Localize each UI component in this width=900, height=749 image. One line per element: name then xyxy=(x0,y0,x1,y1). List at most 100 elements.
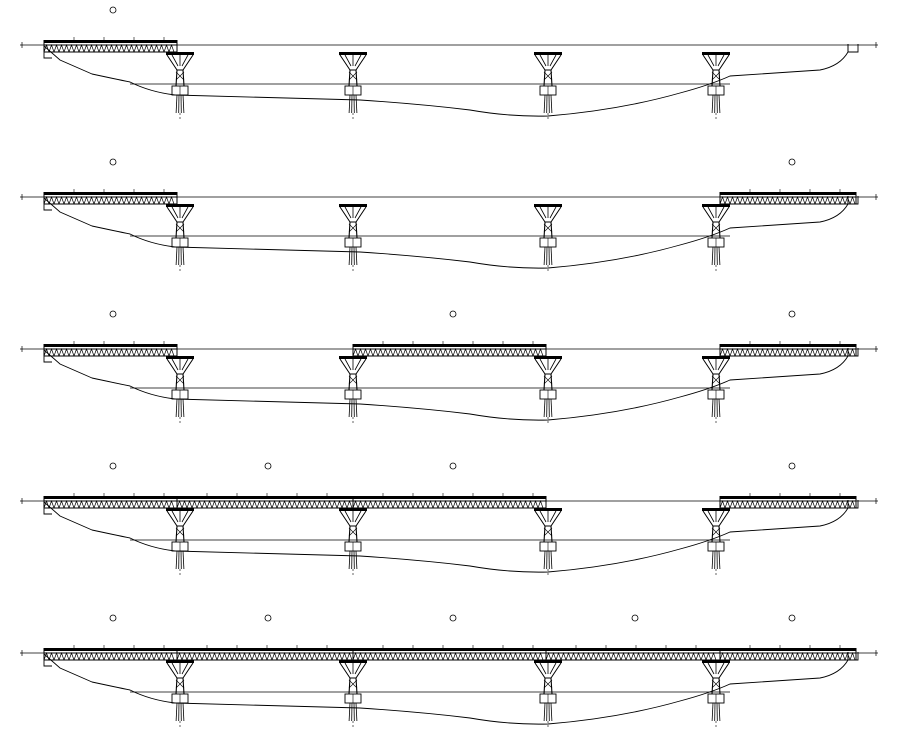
span-marker-circle xyxy=(789,159,795,165)
truss-top-chord xyxy=(720,648,856,651)
pier-bracing xyxy=(544,376,552,384)
pier-pile xyxy=(551,551,552,569)
pier-pile xyxy=(183,399,184,417)
truss-top-chord xyxy=(546,648,720,651)
pier-pile xyxy=(544,399,545,417)
pier-pile xyxy=(349,399,350,417)
pier-pile xyxy=(176,551,177,569)
pier-pile xyxy=(356,399,357,417)
truss-web-diagonals xyxy=(720,349,855,356)
pier-pile xyxy=(551,399,552,417)
pier-head-struts xyxy=(540,359,556,370)
span-marker-circle xyxy=(110,615,116,621)
pier-pile xyxy=(544,703,545,721)
erection-stage-4 xyxy=(20,463,878,576)
truss-top-chord xyxy=(44,40,177,43)
pier-head-struts xyxy=(708,511,724,522)
pier-pile xyxy=(176,399,177,417)
pier-head-struts xyxy=(345,207,361,218)
pier-head-struts xyxy=(345,663,361,674)
truss-web-diagonals xyxy=(353,653,543,660)
span-marker-circle xyxy=(110,311,116,317)
pier-pile xyxy=(712,703,713,721)
truss-top-chord xyxy=(720,496,856,499)
pier-pile xyxy=(349,551,350,569)
pier-head-struts xyxy=(708,207,724,218)
pier-pile xyxy=(176,703,177,721)
pier-pile xyxy=(719,551,720,569)
span-marker-circle xyxy=(789,463,795,469)
span-marker-circle xyxy=(789,311,795,317)
pier-pile xyxy=(183,551,184,569)
pier-head-struts xyxy=(708,359,724,370)
pier-bracing xyxy=(349,376,357,384)
pier-cap xyxy=(702,52,730,55)
pier-cap xyxy=(534,52,562,55)
pier-pile xyxy=(712,95,713,113)
pier-bracing xyxy=(176,528,184,536)
span-marker-circle xyxy=(265,615,271,621)
pier-head-struts xyxy=(172,55,188,66)
truss-top-chord xyxy=(353,496,546,499)
pier-pile xyxy=(183,247,184,265)
span-marker-circle xyxy=(110,463,116,469)
truss-web-diagonals xyxy=(177,501,352,508)
pier-head-struts xyxy=(540,663,556,674)
truss-web-diagonals xyxy=(720,653,855,660)
pier-bracing xyxy=(176,72,184,80)
pier-pile xyxy=(349,703,350,721)
pier-pile xyxy=(349,95,350,113)
truss-web-diagonals xyxy=(44,653,174,660)
pier-bracing xyxy=(349,528,357,536)
truss-web-diagonals xyxy=(720,197,855,204)
pier-head-struts xyxy=(345,55,361,66)
truss-top-chord xyxy=(353,648,546,651)
pier-pile xyxy=(712,551,713,569)
pier-pile xyxy=(719,247,720,265)
pier-pile xyxy=(356,95,357,113)
pier-pile xyxy=(719,399,720,417)
pier-bracing xyxy=(544,72,552,80)
pier-pile xyxy=(712,399,713,417)
pier-head-struts xyxy=(345,511,361,522)
pier-pile xyxy=(176,95,177,113)
pier-bracing xyxy=(349,224,357,232)
pier-pile xyxy=(551,247,552,265)
truss-top-chord xyxy=(353,344,546,347)
truss-top-chord xyxy=(720,344,856,347)
truss-top-chord xyxy=(44,344,177,347)
pier-bracing xyxy=(712,224,720,232)
span-marker-circle xyxy=(450,615,456,621)
pier-bracing xyxy=(544,224,552,232)
pier-bracing xyxy=(712,376,720,384)
truss-web-diagonals xyxy=(44,45,174,52)
pier-cap xyxy=(339,52,367,55)
truss-top-chord xyxy=(44,192,177,195)
span-marker-circle xyxy=(450,311,456,317)
pier-head-struts xyxy=(540,511,556,522)
pier-pile xyxy=(544,551,545,569)
pier-bracing xyxy=(349,680,357,688)
erection-stage-2 xyxy=(20,159,878,272)
span-marker-circle xyxy=(265,463,271,469)
pier-bracing xyxy=(176,224,184,232)
pier-pile xyxy=(356,551,357,569)
pier-pile xyxy=(356,703,357,721)
pier-pile xyxy=(719,95,720,113)
pier-pile xyxy=(712,247,713,265)
pier-head-struts xyxy=(540,55,556,66)
pier-head-struts xyxy=(172,663,188,674)
truss-web-diagonals xyxy=(44,197,174,204)
erection-stage-5 xyxy=(20,615,878,728)
span-marker-circle xyxy=(632,615,638,621)
pier-pile xyxy=(544,95,545,113)
pier-cap xyxy=(339,204,367,207)
span-marker-circle xyxy=(789,615,795,621)
span-marker-circle xyxy=(110,7,116,13)
pier-pile xyxy=(356,247,357,265)
erection-stage-1 xyxy=(20,7,878,120)
truss-web-diagonals xyxy=(177,653,352,660)
pier-pile xyxy=(544,247,545,265)
truss-top-chord xyxy=(177,496,353,499)
truss-top-chord xyxy=(177,648,353,651)
